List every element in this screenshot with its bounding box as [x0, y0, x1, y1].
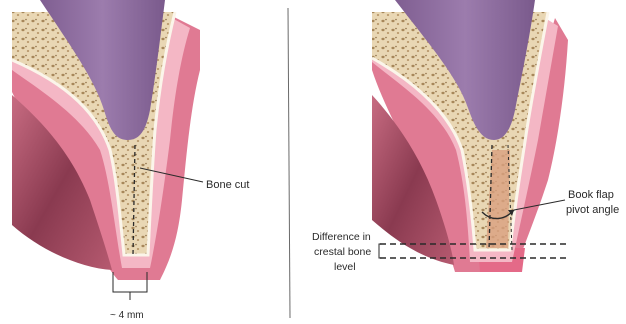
right-crest-label-3: level	[334, 261, 356, 273]
right-crest-label-2: crestal bone	[314, 246, 371, 258]
panel-divider	[288, 8, 290, 318]
left-diagram: Bone cut ~ 4 mm	[12, 0, 249, 321]
right-pivot-label-2: pivot angle	[566, 204, 619, 216]
right-pivot-label-1: Book flap	[568, 189, 614, 201]
left-width-label: ~ 4 mm	[110, 310, 144, 321]
right-diagram: Book flap pivot angle Difference in cres…	[312, 0, 619, 273]
right-crest-bracket	[379, 244, 384, 258]
left-bone-cut-label: Bone cut	[206, 179, 249, 191]
right-crest-label-1: Difference in	[312, 231, 371, 243]
